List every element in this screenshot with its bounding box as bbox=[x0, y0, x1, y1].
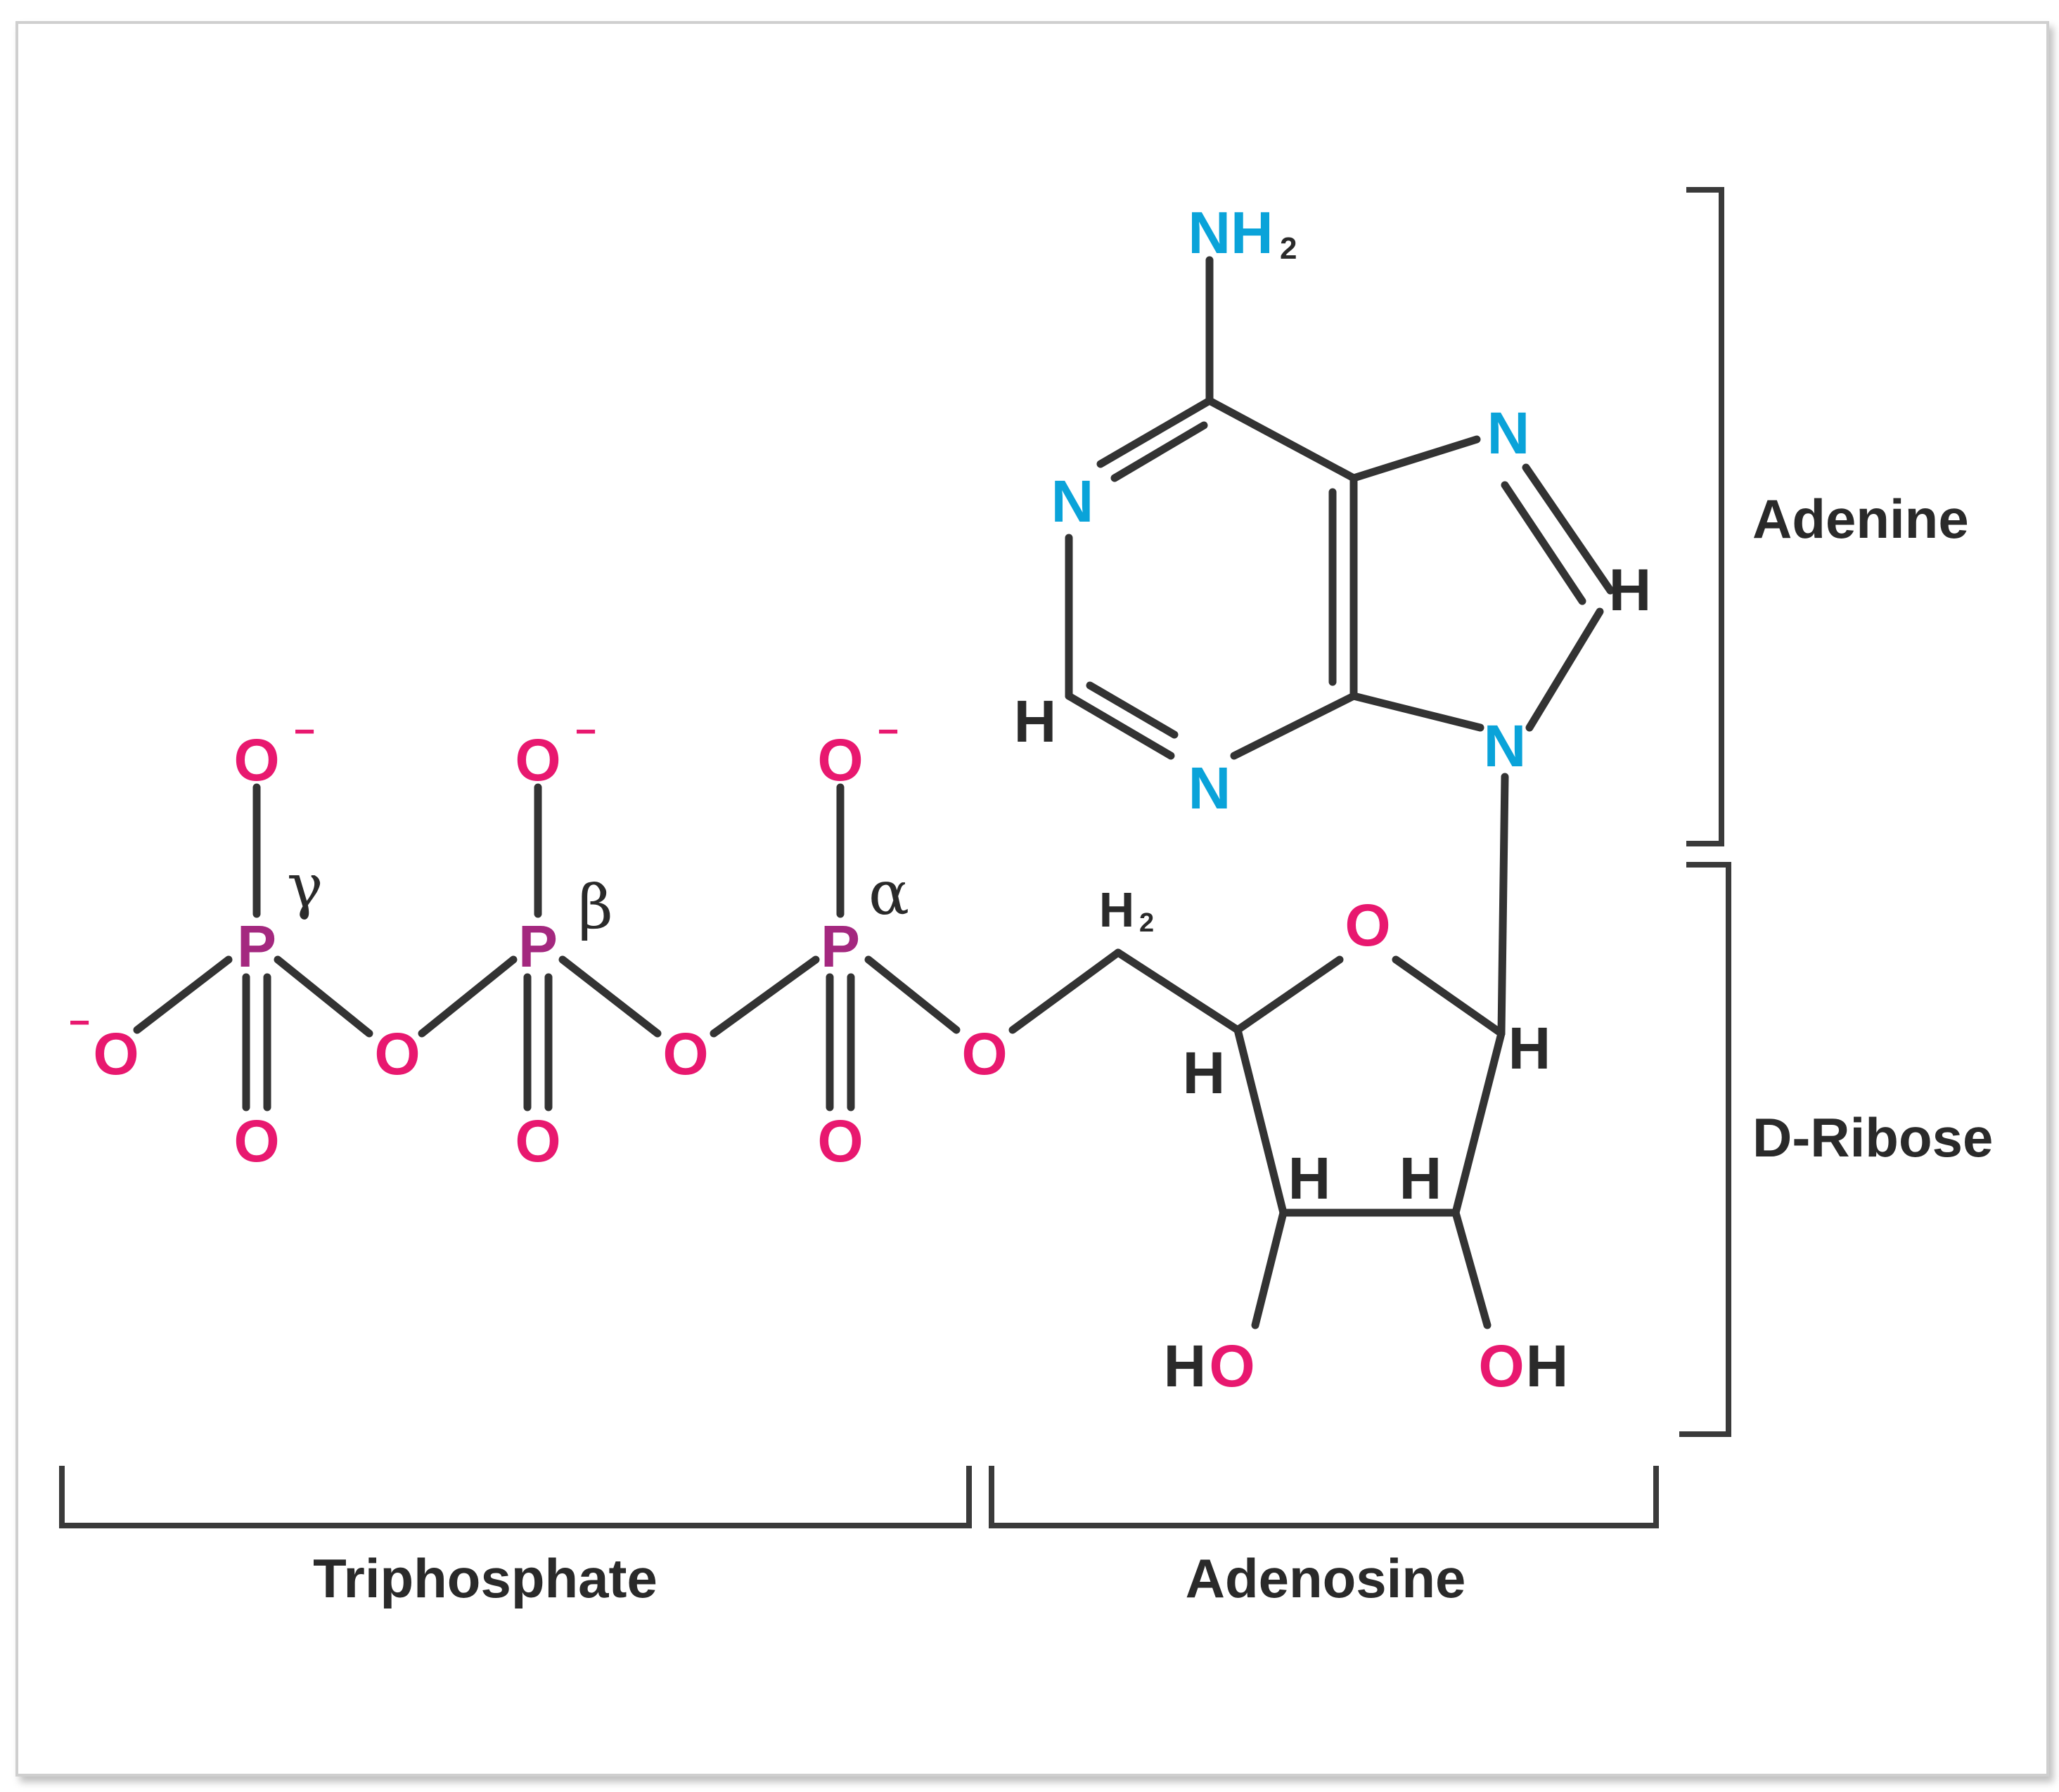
region-labels: Adenine D-Ribose Triphosphate Adenosine bbox=[313, 488, 1993, 1609]
label-adenine: Adenine bbox=[1752, 488, 1969, 550]
brackets bbox=[59, 187, 1731, 1528]
bond-n7-c8-b bbox=[1501, 481, 1586, 605]
bond-ch2-c4 bbox=[1114, 948, 1242, 1034]
h-c3: H bbox=[1288, 1145, 1331, 1211]
bond-pgamma-o-bridge1 bbox=[274, 955, 373, 1038]
label-beta: β bbox=[578, 872, 613, 943]
h-c4: H bbox=[1183, 1040, 1226, 1106]
bond-c2-n3-a bbox=[1065, 692, 1175, 760]
n-9: N bbox=[1484, 713, 1527, 779]
label-d-ribose: D-Ribose bbox=[1752, 1107, 1993, 1168]
n-amino: NH bbox=[1188, 200, 1273, 266]
label-alpha: α bbox=[868, 858, 909, 929]
o-bridge3: O bbox=[961, 1021, 1007, 1087]
bonds bbox=[133, 256, 1615, 1329]
bond-palpha-o-bridge3 bbox=[864, 955, 961, 1034]
o-alpha-top: O bbox=[817, 727, 863, 793]
bond-c4-o-ring bbox=[1233, 955, 1344, 1034]
h-c2-adenine: H bbox=[1014, 688, 1057, 754]
bond-c2-n3-b bbox=[1086, 681, 1179, 739]
h-c2: H bbox=[1399, 1145, 1442, 1211]
bracket-adenosine bbox=[989, 1466, 1659, 1528]
n-3: N bbox=[1188, 755, 1231, 821]
minus-gamma-top: − bbox=[294, 711, 315, 752]
bracket-adenine bbox=[1686, 187, 1724, 846]
bond-o-ring-c1 bbox=[1392, 955, 1506, 1038]
label-triphosphate: Triphosphate bbox=[313, 1547, 658, 1609]
bond-n9-c4 bbox=[1349, 692, 1484, 732]
bond-c8-n9 bbox=[1525, 607, 1604, 732]
minus-alpha-top: − bbox=[878, 711, 899, 752]
bond-o-bridge2-palpha bbox=[710, 955, 820, 1038]
bond-c5-c6 bbox=[1205, 397, 1358, 482]
h-c8: H bbox=[1609, 557, 1652, 623]
n-7: N bbox=[1487, 400, 1530, 466]
h-ch2-subscript: 2 bbox=[1139, 908, 1154, 938]
bond-o-bridge1-pbeta bbox=[418, 955, 518, 1038]
bond-o-bridge3-ch2 bbox=[1008, 948, 1122, 1034]
p-beta: P bbox=[518, 913, 558, 979]
h-oh-left: H bbox=[1164, 1333, 1207, 1399]
o-bridge2: O bbox=[662, 1021, 708, 1087]
n-amino-subscript: 2 bbox=[1280, 231, 1297, 266]
atom-labels: O − O − O − − O P P P γ β α O O O O O O … bbox=[69, 200, 1651, 1399]
p-alpha: P bbox=[821, 913, 860, 979]
o-ribose-ring: O bbox=[1345, 892, 1390, 958]
h-ch2: H bbox=[1099, 882, 1135, 937]
n-1: N bbox=[1051, 468, 1094, 534]
o-oh-right: O bbox=[1478, 1333, 1524, 1399]
bond-c3-c4 bbox=[1233, 1026, 1288, 1217]
p-gamma: P bbox=[237, 913, 276, 979]
minus-terminal: − bbox=[69, 1003, 90, 1043]
o-gamma-bottom: O bbox=[233, 1108, 279, 1174]
o-beta-bottom: O bbox=[515, 1108, 560, 1174]
bond-c6-n1-b bbox=[1110, 421, 1208, 482]
o-bridge1: O bbox=[374, 1021, 420, 1087]
figure-frame: O − O − O − − O P P P γ β α O O O O O O … bbox=[15, 21, 2049, 1777]
label-adenosine: Adenosine bbox=[1186, 1547, 1466, 1609]
bond-n3-c4 bbox=[1230, 692, 1358, 760]
atp-structure-diagram: O − O − O − − O P P P γ β α O O O O O O … bbox=[59, 187, 1993, 1609]
bond-c1-c2 bbox=[1451, 1029, 1506, 1217]
minus-beta-top: − bbox=[575, 711, 596, 752]
o-gamma-top: O bbox=[233, 727, 279, 793]
bond-c1-n9 bbox=[1497, 773, 1509, 1038]
bond-n7-c8-a bbox=[1522, 463, 1615, 595]
bond-c5-n7 bbox=[1349, 435, 1481, 482]
bond-c3-oh bbox=[1251, 1208, 1288, 1329]
bracket-triphosphate bbox=[59, 1466, 972, 1528]
bracket-d-ribose bbox=[1679, 862, 1731, 1437]
bond-c6-n1-a bbox=[1096, 397, 1214, 468]
o-beta-top: O bbox=[515, 727, 560, 793]
h-c1: H bbox=[1508, 1015, 1551, 1081]
h-oh-right: H bbox=[1526, 1333, 1569, 1399]
label-gamma: γ bbox=[287, 851, 323, 922]
o-alpha-bottom: O bbox=[817, 1108, 863, 1174]
o-terminal: O bbox=[93, 1021, 139, 1087]
o-oh-left: O bbox=[1209, 1333, 1255, 1399]
bond-pbeta-o-bridge2 bbox=[558, 955, 662, 1038]
bond-c2-oh bbox=[1451, 1208, 1492, 1329]
bond-o-pgamma bbox=[133, 955, 233, 1034]
